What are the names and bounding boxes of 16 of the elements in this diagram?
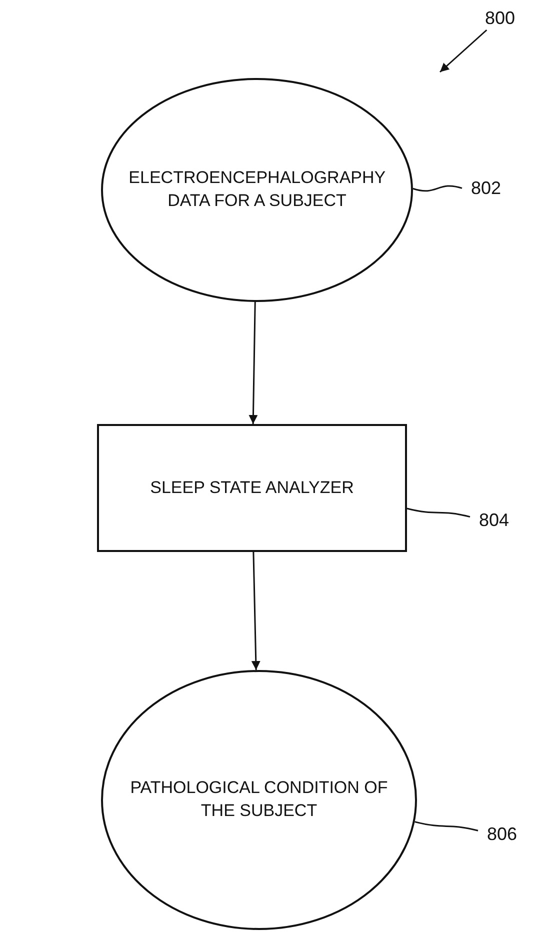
arrow <box>248 302 258 424</box>
leader-line <box>412 185 462 192</box>
node-label: ELECTROENCEPHALOGRAPHY DATA FOR A SUBJECT <box>128 167 387 212</box>
reference-number: 800 <box>484 8 516 28</box>
node-label: PATHOLOGICAL CONDITION OF THE SUBJECT <box>129 777 389 822</box>
node-label: SLEEP STATE ANALYZER <box>149 476 355 499</box>
arrow <box>251 552 260 670</box>
reference-number: 806 <box>486 824 518 844</box>
arrow <box>440 29 488 73</box>
process-box <box>97 424 407 552</box>
reference-number: 804 <box>478 510 510 530</box>
reference-number: 802 <box>470 178 502 198</box>
leader-line <box>406 508 470 518</box>
data-ellipse <box>101 670 417 930</box>
leader-line <box>414 821 478 832</box>
data-ellipse <box>101 78 413 302</box>
